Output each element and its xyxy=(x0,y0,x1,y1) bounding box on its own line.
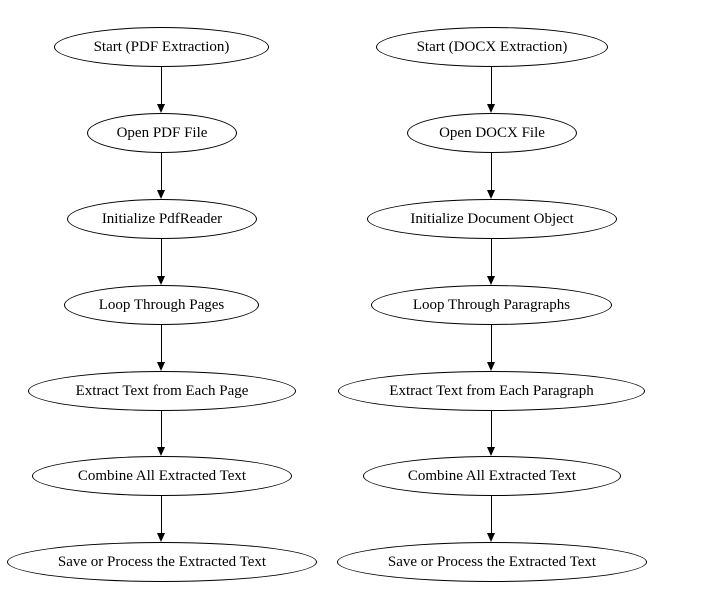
flow-node-pdf-loop: Loop Through Pages xyxy=(64,285,259,325)
arrow-line xyxy=(490,325,493,363)
flow-node-pdf-start: Start (PDF Extraction) xyxy=(54,27,269,67)
flow-arrow xyxy=(487,67,496,113)
flow-node-label: Extract Text from Each Page xyxy=(75,382,249,399)
arrow-head xyxy=(157,190,165,199)
flow-node-label: Initialize Document Object xyxy=(410,210,574,227)
arrow-line xyxy=(160,496,163,534)
flow-node-label: Extract Text from Each Paragraph xyxy=(389,382,594,399)
flow-node-label: Open PDF File xyxy=(116,124,208,141)
arrow-line xyxy=(160,239,163,277)
arrow-head xyxy=(157,276,165,285)
flow-node-docx-save: Save or Process the Extracted Text xyxy=(337,542,647,582)
flow-node-pdf-save: Save or Process the Extracted Text xyxy=(7,542,317,582)
arrow-head xyxy=(487,447,495,456)
flow-arrow xyxy=(487,239,496,285)
flow-node-docx-loop: Loop Through Paragraphs xyxy=(371,285,612,325)
flow-node-pdf-init: Initialize PdfReader xyxy=(67,199,257,239)
arrow-line xyxy=(490,153,493,191)
flow-node-docx-combine: Combine All Extracted Text xyxy=(363,456,621,496)
flow-node-label: Start (DOCX Extraction) xyxy=(416,38,568,55)
flow-arrow xyxy=(157,153,166,199)
arrow-head xyxy=(487,190,495,199)
flow-node-pdf-extract: Extract Text from Each Page xyxy=(28,371,296,411)
flow-arrow xyxy=(487,411,496,456)
arrow-head xyxy=(157,362,165,371)
arrow-line xyxy=(160,411,163,448)
arrow-line xyxy=(490,67,493,105)
arrow-head xyxy=(157,104,165,113)
flow-node-label: Save or Process the Extracted Text xyxy=(387,553,597,570)
flow-node-label: Save or Process the Extracted Text xyxy=(57,553,267,570)
flow-node-label: Start (PDF Extraction) xyxy=(93,38,230,55)
arrow-head xyxy=(487,362,495,371)
flow-arrow xyxy=(157,411,166,456)
flow-node-docx-init: Initialize Document Object xyxy=(367,199,617,239)
arrow-head xyxy=(157,533,165,542)
arrow-line xyxy=(160,325,163,363)
arrow-head xyxy=(487,104,495,113)
arrow-line xyxy=(160,67,163,105)
flow-node-label: Initialize PdfReader xyxy=(101,210,223,227)
flow-node-docx-open: Open DOCX File xyxy=(407,113,577,153)
flow-node-docx-start: Start (DOCX Extraction) xyxy=(376,27,608,67)
flow-node-label: Open DOCX File xyxy=(439,124,545,141)
arrow-head xyxy=(157,447,165,456)
arrow-line xyxy=(490,239,493,277)
flow-arrow xyxy=(487,153,496,199)
arrow-head xyxy=(487,276,495,285)
flow-node-label: Combine All Extracted Text xyxy=(407,467,577,484)
flow-arrow xyxy=(157,67,166,113)
arrow-line xyxy=(490,411,493,448)
flow-arrow xyxy=(157,496,166,542)
flow-node-pdf-open: Open PDF File xyxy=(87,113,237,153)
flow-node-label: Loop Through Pages xyxy=(98,296,225,313)
arrow-line xyxy=(490,496,493,534)
flow-arrow xyxy=(157,325,166,371)
flow-arrow xyxy=(487,325,496,371)
flow-node-label: Combine All Extracted Text xyxy=(77,467,247,484)
arrow-head xyxy=(487,533,495,542)
flow-node-pdf-combine: Combine All Extracted Text xyxy=(32,456,292,496)
flow-node-label: Loop Through Paragraphs xyxy=(412,296,571,313)
arrow-line xyxy=(160,153,163,191)
flow-node-docx-extract: Extract Text from Each Paragraph xyxy=(338,371,645,411)
flow-arrow xyxy=(157,239,166,285)
flow-arrow xyxy=(487,496,496,542)
